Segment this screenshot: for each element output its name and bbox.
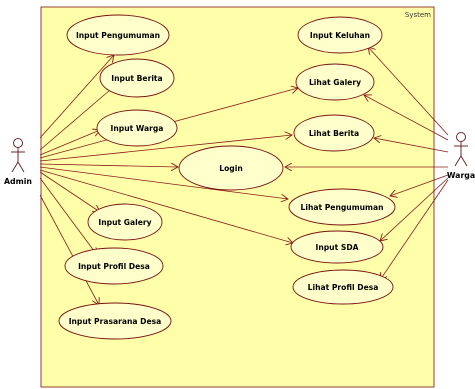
use-case-label: Login [219, 164, 243, 173]
assoc-admin-input-berita [39, 84, 117, 151]
assoc-warga-lihat-profil-desa [380, 179, 449, 280]
use-case-input-prasarana-desa[interactable]: Input Prasarana Desa [58, 302, 172, 340]
assoc-admin-lihat-berita [39, 135, 292, 162]
admin-associations [39, 55, 298, 305]
use-case-lihat-berita[interactable]: Lihat Berita [293, 114, 375, 152]
use-case-label: Input Keluhan [310, 31, 370, 40]
use-case-input-galery[interactable]: Input Galery [87, 203, 163, 241]
use-case-input-warga[interactable]: Input Warga [96, 109, 178, 147]
use-case-lihat-profil-desa[interactable]: Lihat Profil Desa [292, 269, 394, 305]
use-case-label: Input Pengumuman [76, 31, 160, 40]
use-case-input-pengumuman[interactable]: Input Pengumuman [66, 14, 170, 56]
use-case-label: Input Galery [98, 218, 151, 227]
system-label: System [405, 11, 431, 19]
use-case-label: Input SDA [316, 243, 359, 252]
use-case-label: Lihat Pengumuman [301, 203, 384, 212]
assoc-admin-input-galery [39, 171, 100, 212]
assoc-admin-lihat-pengumuman [39, 166, 288, 199]
use-case-label: Input Warga [111, 124, 164, 133]
warga-associations [285, 47, 449, 280]
use-case-input-keluhan[interactable]: Input Keluhan [297, 16, 383, 54]
assoc-admin-input-pengumuman [39, 55, 114, 139]
use-case-label: Input Prasarana Desa [69, 317, 162, 326]
use-case-lihat-galery[interactable]: Lihat Galery [295, 63, 375, 101]
assoc-warga-input-sda [380, 177, 449, 241]
use-case-input-berita[interactable]: Input Berita [99, 58, 175, 98]
assoc-admin-login [39, 164, 178, 167]
use-case-lihat-pengumuman[interactable]: Lihat Pengumuman [288, 188, 396, 226]
actor-warga[interactable]: Warga [447, 132, 475, 181]
assoc-warga-lihat-pengumuman [390, 174, 449, 196]
use-case-input-profil-desa[interactable]: Input Profil Desa [64, 247, 164, 285]
actor-label: Warga [447, 171, 475, 180]
assoc-warga-lihat-berita [374, 138, 449, 153]
use-case-label: Input Profil Desa [78, 262, 150, 271]
use-case-login[interactable]: Login [178, 145, 284, 191]
assoc-admin-input-profil-desa [39, 177, 97, 255]
actor-admin[interactable]: Admin [4, 138, 32, 187]
use-case-input-sda[interactable]: Input SDA [290, 230, 384, 264]
assoc-admin-input-warga [39, 130, 100, 156]
assoc-admin-input-sda [39, 169, 293, 243]
use-case-label: Input Berita [111, 74, 162, 83]
use-case-label: Lihat Profil Desa [308, 283, 379, 292]
use-case-label: Lihat Galery [309, 78, 361, 87]
stick-figure-icon [11, 138, 25, 173]
stick-figure-icon [454, 132, 468, 167]
actor-label: Admin [4, 177, 32, 186]
assoc-admin-input-prasarana-desa [39, 194, 99, 305]
assoc-warga-lihat-galery [364, 95, 449, 141]
use-case-label: Lihat Berita [309, 129, 359, 138]
assoc-warga-input-keluhan [368, 47, 449, 136]
